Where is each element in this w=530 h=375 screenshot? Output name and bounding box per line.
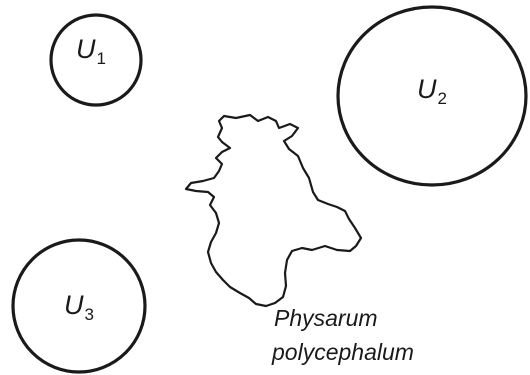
region-u3-label: U3 xyxy=(64,290,94,324)
region-u1-label: U1 xyxy=(76,34,106,68)
region-u2: U2 xyxy=(338,7,526,185)
region-u1: U1 xyxy=(51,15,141,105)
region-u1-index: 1 xyxy=(97,49,106,68)
region-u3-letter: U xyxy=(64,290,84,320)
physarum-blob xyxy=(186,115,361,306)
region-u3: U3 xyxy=(13,240,145,372)
region-u2-index: 2 xyxy=(438,89,447,108)
region-u2-letter: U xyxy=(417,74,437,104)
organism-name-line1: Physarum xyxy=(274,305,378,331)
organism-name-line2: polycephalum xyxy=(271,339,414,365)
region-u3-index: 3 xyxy=(85,305,94,324)
region-u1-letter: U xyxy=(76,34,96,64)
region-u2-label: U2 xyxy=(417,74,447,108)
